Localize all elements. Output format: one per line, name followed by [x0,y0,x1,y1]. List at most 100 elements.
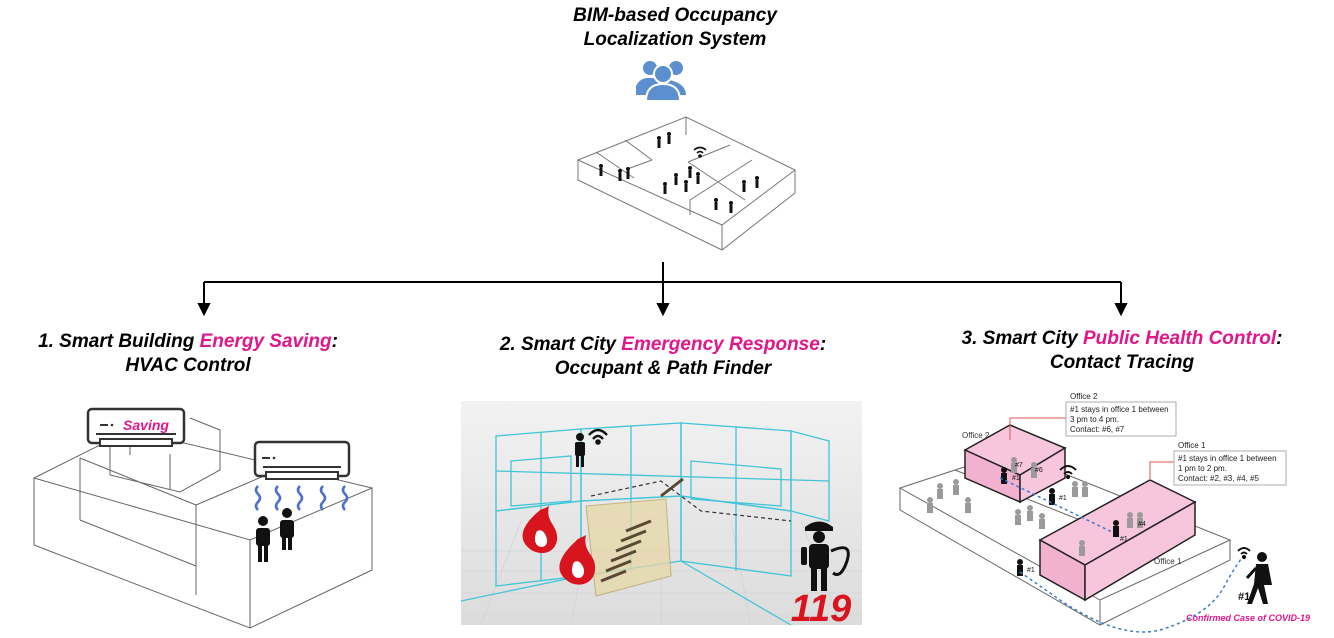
person-icon [1027,505,1033,521]
emergency-scene: 119 [461,401,862,625]
panel-1-prefix: 1. Smart Building [38,331,200,352]
person-icon [280,508,294,550]
office-1-label: Office 1 [1154,557,1182,566]
person-icon [657,136,661,148]
movement-path [999,477,1243,633]
panel-3-subtitle: Contact Tracing [1049,352,1195,373]
air-conditioner-icon: Saving [86,407,186,447]
person-icon [1015,509,1021,525]
occupant-marker [575,428,608,467]
wifi-icon [693,146,707,158]
id-tags: #1 #1 #1 #1 #7 #6 #4 [1012,462,1146,574]
users-group-icon [636,61,686,102]
fire-icon [522,506,558,554]
panel-1-suffix: : [331,331,338,352]
panel-3-prefix: 3. Smart City [961,328,1083,349]
panel-2-prefix: 2. Smart City [499,334,622,355]
heat-waves [254,485,349,511]
panel-3-suffix: : [1276,328,1283,349]
office-2-room [963,424,1067,504]
wifi-icon [588,428,608,445]
person-icon [1011,457,1017,473]
person-icon [1127,512,1133,528]
confirmed-case-tag: #1 [1238,591,1250,603]
office-1-info-box: Office 1 #1 stays in office 1 between 1 … [1173,441,1287,486]
person-icon [1039,513,1045,529]
panel-2-suffix: : [819,334,827,355]
person-icon [742,180,746,192]
info-line: #1 stays in office 1 between [1070,405,1169,414]
person-icon [1137,512,1143,528]
person-icon [1001,467,1007,484]
tag-label: #1 [1120,536,1128,543]
diagram-title: BIM-based Occupancy Localization System [520,4,830,52]
office-2-label: Office 2 [962,431,990,440]
tag-label: #1 [1012,475,1020,482]
saving-label: Saving [123,417,169,433]
arrow-head [1114,303,1128,317]
person-icon [1072,481,1078,497]
person-icon [755,176,759,188]
wifi-icon [1237,547,1251,560]
confirmed-case-label: Confirmed Case of COVID-19 [1186,613,1310,623]
panel-2-heading: 2. Smart City Emergency Response: Occupa… [478,333,848,381]
person-icon [663,182,667,194]
info-box-title: Office 1 [1178,441,1206,450]
person-icon [667,132,671,144]
person-icon [684,180,688,192]
air-conditioner-icon [253,440,351,480]
arrow-head [197,303,211,317]
person-icon [729,201,733,213]
occupants [256,508,294,562]
wifi-icon [1059,465,1077,480]
info-line: 3 pm to 4 pm. [1070,415,1119,424]
panel-1-heading: 1. Smart Building Energy Saving: HVAC Co… [18,330,358,378]
floor-plan-occupants [599,132,759,213]
info-line: Contact: #2, #3, #4, #5 [1178,474,1259,483]
callout-lines [1009,417,1178,480]
person-icon [599,164,603,176]
tracked-occupant [1001,467,1119,576]
person-icon [953,479,959,495]
person-icon [696,172,700,184]
person-icon [1031,462,1037,478]
gray-occupants [927,457,1143,556]
title-line-2: Localization System [583,29,767,50]
person-icon [937,483,943,499]
tag-label: #4 [1138,521,1146,528]
person-icon [1082,481,1088,497]
panel-3-heading: 3. Smart City Public Health Control: Con… [940,327,1304,375]
panel-2-highlight: Emergency Response [621,334,820,355]
person-icon [1049,488,1055,505]
tag-label: #6 [1035,467,1043,474]
tag-label: #1 [1059,495,1067,502]
info-line: #1 stays in office 1 between [1178,454,1277,463]
person-icon [256,516,270,562]
building-wireframe [461,422,830,625]
person-icon [1017,559,1023,576]
person-icon [1245,552,1272,604]
staircase [600,477,684,583]
evacuation-path [590,480,792,522]
emergency-number-badge: 119 [791,588,852,625]
arrow-head [656,303,670,317]
tag-label: #1 [1027,567,1035,574]
info-line: Contact: #6, #7 [1070,425,1125,434]
person-icon [1079,540,1085,556]
emergency-scene-graphic: 119 [461,401,862,625]
panel-3-highlight: Public Health Control [1082,328,1277,349]
panel-2-subtitle: Occupant & Path Finder [554,358,772,379]
panel-1-subtitle: HVAC Control [125,355,251,376]
person-icon [626,167,630,179]
confirmed-case-person: #1 [1237,547,1272,604]
tag-label: #7 [1015,462,1023,469]
fire-icon [559,535,596,585]
title-line-1: BIM-based Occupancy [573,5,777,26]
connector-tree [197,262,1128,317]
person-icon [965,497,971,513]
person-icon [674,173,678,185]
person-icon [927,497,933,513]
